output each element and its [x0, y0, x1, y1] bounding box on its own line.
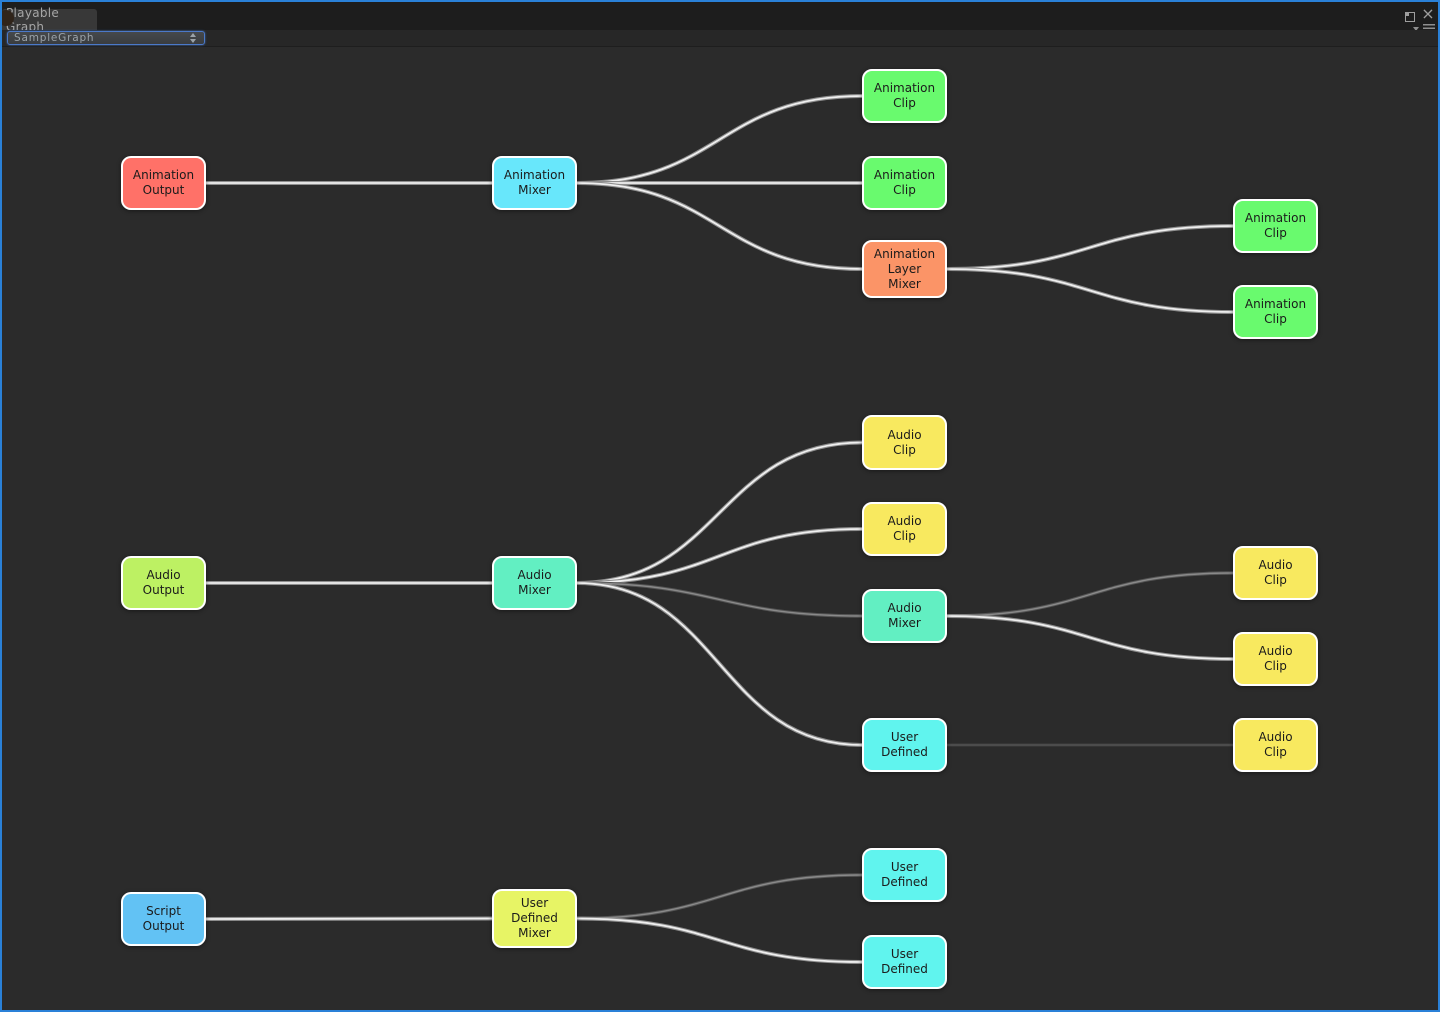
node-user-defined-b[interactable]: User Defined: [862, 935, 947, 989]
node-label: Audio Clip: [1258, 644, 1293, 673]
node-label: Audio Clip: [887, 514, 922, 543]
node-user-defined-mixer[interactable]: User Defined Mixer: [492, 889, 577, 948]
edge-animation-layer-mixer-to-animation-clip-3: [946, 225, 1234, 270]
edge-audio-mixer-to-audio-mixer-2: [576, 582, 863, 617]
node-label: Animation Layer Mixer: [873, 246, 936, 291]
graph-selector-value: SampleGraph: [14, 32, 95, 44]
node-animation-mixer[interactable]: Animation Mixer: [492, 156, 577, 210]
node-animation-clip-2[interactable]: Animation Clip: [862, 156, 947, 210]
close-button[interactable]: ×: [1420, 5, 1436, 23]
node-label: User Defined Mixer: [511, 896, 558, 940]
edge-user-defined-mixer-to-user-defined-a: [576, 874, 863, 920]
node-label: Audio Mixer: [517, 568, 552, 597]
close-icon: ×: [1421, 4, 1435, 23]
node-animation-clip-3[interactable]: Animation Clip: [1233, 199, 1318, 253]
node-label: Animation Clip: [873, 81, 936, 110]
dropdown-triangle-icon: [1413, 27, 1419, 31]
toolbar: SampleGraph: [0, 30, 1440, 47]
node-animation-clip-4[interactable]: Animation Clip: [1233, 285, 1318, 339]
node-label: Animation Output: [132, 168, 195, 197]
node-audio-clip-2[interactable]: Audio Clip: [862, 502, 947, 556]
node-label: Audio Output: [142, 568, 185, 597]
edge-script-output-to-user-defined-mixer: [205, 917, 493, 920]
edge-animation-layer-mixer-to-animation-clip-4: [946, 268, 1234, 313]
node-audio-mixer[interactable]: Audio Mixer: [492, 556, 577, 610]
graph-selector-dropdown[interactable]: SampleGraph: [7, 31, 205, 45]
edge-audio-mixer-to-user-defined-audio: [576, 582, 863, 746]
node-user-defined-audio[interactable]: User Defined: [862, 718, 947, 772]
node-label: User Defined: [881, 947, 928, 976]
maximize-button[interactable]: [1404, 11, 1416, 23]
node-audio-clip-3[interactable]: Audio Clip: [1233, 546, 1318, 600]
node-audio-clip-1[interactable]: Audio Clip: [862, 415, 947, 470]
node-script-output[interactable]: Script Output: [121, 892, 206, 946]
node-label: Animation Clip: [1244, 211, 1307, 240]
edge-audio-mixer-to-audio-clip-2: [576, 528, 863, 584]
node-audio-output[interactable]: Audio Output: [121, 556, 206, 610]
node-label: Audio Clip: [1258, 558, 1293, 587]
node-audio-mixer-2[interactable]: Audio Mixer: [862, 589, 947, 643]
node-animation-layer-mixer[interactable]: Animation Layer Mixer: [862, 240, 947, 298]
node-label: Animation Clip: [1244, 297, 1307, 326]
window-icon: [0, 10, 14, 26]
node-label: User Defined: [881, 860, 928, 889]
updown-arrows-icon: [190, 33, 197, 43]
node-label: Audio Mixer: [887, 601, 922, 630]
node-animation-clip-1[interactable]: Animation Clip: [862, 69, 947, 123]
node-audio-clip-5[interactable]: Audio Clip: [1233, 718, 1318, 772]
edge-audio-mixer-2-to-audio-clip-3: [946, 572, 1234, 617]
titlebar: Playable Graph ×: [0, 2, 1440, 34]
node-label: Animation Mixer: [503, 168, 566, 197]
edge-user-defined-mixer-to-user-defined-b: [576, 917, 863, 963]
tab-playable-graph[interactable]: Playable Graph: [2, 6, 97, 34]
window-menu-button[interactable]: [1413, 24, 1435, 33]
node-audio-clip-4[interactable]: Audio Clip: [1233, 632, 1318, 686]
edge-audio-mixer-to-audio-clip-1: [576, 441, 863, 584]
node-label: Animation Clip: [873, 168, 936, 197]
node-label: Audio Clip: [887, 427, 922, 457]
node-user-defined-a[interactable]: User Defined: [862, 848, 947, 902]
maximize-icon: [1405, 12, 1415, 22]
edge-animation-mixer-to-animation-layer-mixer: [576, 182, 863, 270]
node-label: User Defined: [881, 730, 928, 759]
node-label: Audio Clip: [1258, 730, 1293, 759]
node-label: Script Output: [142, 904, 185, 933]
hamburger-menu-icon: [1423, 24, 1435, 33]
edge-audio-mixer-2-to-audio-clip-4: [946, 615, 1234, 660]
edge-animation-mixer-to-animation-clip-1: [576, 95, 863, 184]
node-animation-output[interactable]: Animation Output: [121, 156, 206, 210]
